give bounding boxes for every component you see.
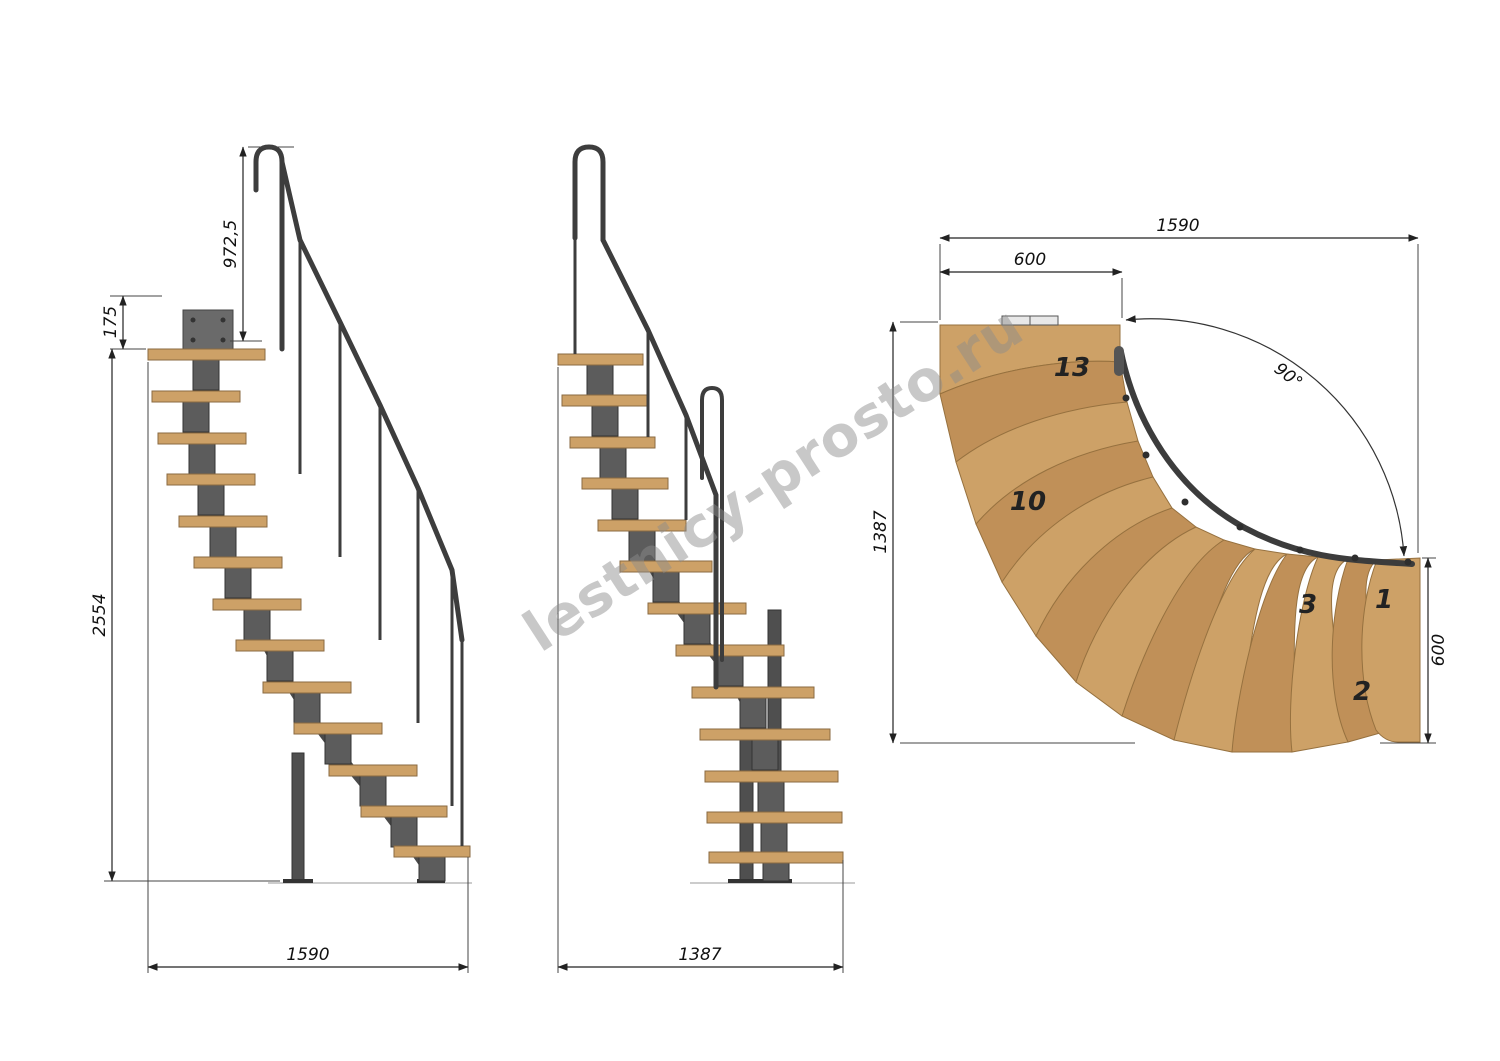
leg-foot [283,879,313,883]
stair-treads [557,353,844,864]
front-elevation-view: 1387 [557,144,855,973]
leg-foot [728,879,762,883]
wall-bracket [182,309,234,351]
tread-fan [939,324,1421,753]
dimension-exit-width: 600 [1380,557,1449,744]
tread-13-number: 13 [1054,353,1090,383]
newel-post [1114,346,1124,376]
handrail-hook [253,144,285,352]
dimension-total-run-front: 1387 [557,367,844,973]
dim-total-run-front-label: 1387 [678,945,721,965]
handrail-hook [572,144,606,243]
handrail [572,144,724,690]
dim-exit-width-label: 600 [1429,634,1449,666]
wall-bracket-plan [1001,315,1059,326]
dim-total-run-left-label: 1590 [286,945,329,965]
dim-top-offset-label: 175 [101,306,121,338]
handrail-hook [700,386,724,662]
tread-2-number: 2 [1353,677,1371,707]
stair-treads [147,348,471,858]
stair-modules [586,364,790,882]
dim-overall-width-label: 1590 [1156,216,1199,236]
dimension-top-offset: 175 [101,295,162,350]
handrail [253,144,465,846]
dimension-total-run-left: 1590 [147,362,469,973]
dimension-rail-height: 972,5 [221,146,294,342]
dim-landing-depth-label: 600 [1014,250,1046,270]
plan-view: 13 10 3 1 2 90° 1590 600 1387 [871,216,1449,753]
tread-1-number: 1 [1375,585,1393,615]
dim-turn-angle-label: 90° [1270,359,1306,393]
tread-10-number: 10 [1010,487,1046,517]
dimension-overall-width: 1590 [939,216,1419,553]
dim-overall-depth-label: 1387 [871,510,891,553]
stair-modules [182,359,446,882]
tread-1-shape [1361,557,1421,743]
dimension-landing-depth: 600 [939,250,1123,318]
left-elevation-view: 972,5 175 2554 1590 [90,144,472,973]
module-spine [191,377,436,879]
tread-3-number: 3 [1299,590,1317,620]
support-leg [291,752,305,882]
dimension-overall-depth: 1387 [871,321,938,744]
dimension-total-height: 2554 [90,348,280,882]
dim-rail-height-label: 972,5 [221,220,241,269]
dim-total-height-label: 2554 [90,593,110,636]
